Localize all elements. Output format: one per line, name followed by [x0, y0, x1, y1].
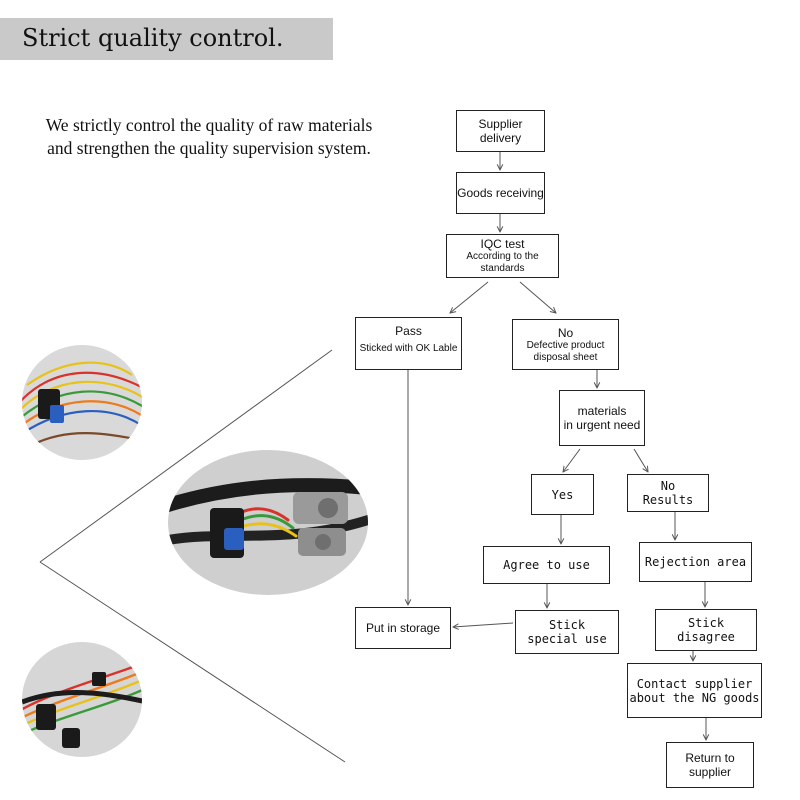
guide-line-upper	[39, 349, 333, 563]
no-sublabel-1: Defective product	[526, 339, 605, 351]
arrow-materials-noresults	[633, 448, 648, 472]
arrow-iqc-no	[519, 281, 556, 313]
yes-box: Yes	[531, 474, 594, 515]
page-title: Strict quality control.	[22, 24, 284, 52]
iqc-test-sublabel: According to the standards	[466, 251, 539, 274]
contact-supplier-label-2: about the NG goods	[629, 690, 760, 705]
no-results-label-2: Results	[642, 493, 694, 507]
materials-box: materials in urgent need	[559, 390, 645, 446]
stick-special-label-2: special use	[527, 632, 607, 646]
wire-harness-photo	[22, 345, 142, 460]
intro-line-2: and strengthen the quality supervision s…	[47, 138, 371, 158]
goods-receiving-label: Goods receiving	[457, 186, 544, 200]
no-results-box: No Results	[627, 474, 709, 512]
return-to-supplier-box: Return to supplier	[666, 742, 754, 788]
no-label: No	[557, 325, 574, 340]
arrow-iqc-pass	[450, 281, 489, 313]
rejection-area-label: Rejection area	[644, 555, 747, 569]
guide-line-lower	[39, 561, 346, 763]
agree-to-use-box: Agree to use	[483, 546, 610, 584]
pass-box: Pass Sticked with OK Lable	[355, 317, 462, 370]
contact-supplier-box: Contact supplier about the NG goods	[627, 663, 762, 718]
arrow-stick-storage	[453, 622, 514, 627]
stick-special-label-1: Stick	[548, 618, 586, 632]
agree-to-use-label: Agree to use	[503, 558, 590, 572]
return-to-supplier-label-2: supplier	[688, 765, 732, 779]
contact-supplier-label-1: Contact supplier	[636, 676, 753, 691]
no-sublabel-2: disposal sheet	[533, 351, 598, 363]
wire-harness-photo-2	[22, 642, 142, 757]
goods-receiving-box: Goods receiving	[456, 172, 545, 214]
materials-label-1: materials	[577, 404, 627, 418]
put-in-storage-box: Put in storage	[355, 607, 451, 649]
rejection-area-box: Rejection area	[639, 542, 752, 582]
return-to-supplier-label-1: Return to	[685, 751, 735, 765]
put-in-storage-label: Put in storage	[365, 621, 441, 635]
pass-label: Pass	[395, 324, 422, 338]
stick-special-use-box: Stick special use	[515, 610, 619, 654]
iqc-test-label: IQC test	[480, 237, 525, 251]
stick-disagree-label: Stick disagree	[677, 616, 735, 644]
yes-label: Yes	[551, 487, 574, 502]
supplier-delivery-label: Supplier delivery	[478, 117, 523, 145]
intro-line-1: We strictly control the quality of raw m…	[45, 115, 373, 135]
intro-text: We strictly control the quality of raw m…	[4, 114, 414, 160]
stick-disagree-box: Stick disagree	[655, 609, 757, 651]
header-bar: Strict quality control.	[0, 18, 333, 60]
arrow-materials-yes	[563, 448, 581, 472]
pass-sublabel: Sticked with OK Lable	[359, 343, 458, 354]
no-box: No Defective product disposal sheet	[512, 319, 619, 370]
materials-label-2: in urgent need	[563, 418, 641, 432]
connector-harness-photo	[168, 450, 368, 595]
supplier-delivery-box: Supplier delivery	[456, 110, 545, 152]
no-results-label-1: No	[660, 479, 676, 493]
iqc-test-box: IQC test According to the standards	[446, 234, 559, 278]
